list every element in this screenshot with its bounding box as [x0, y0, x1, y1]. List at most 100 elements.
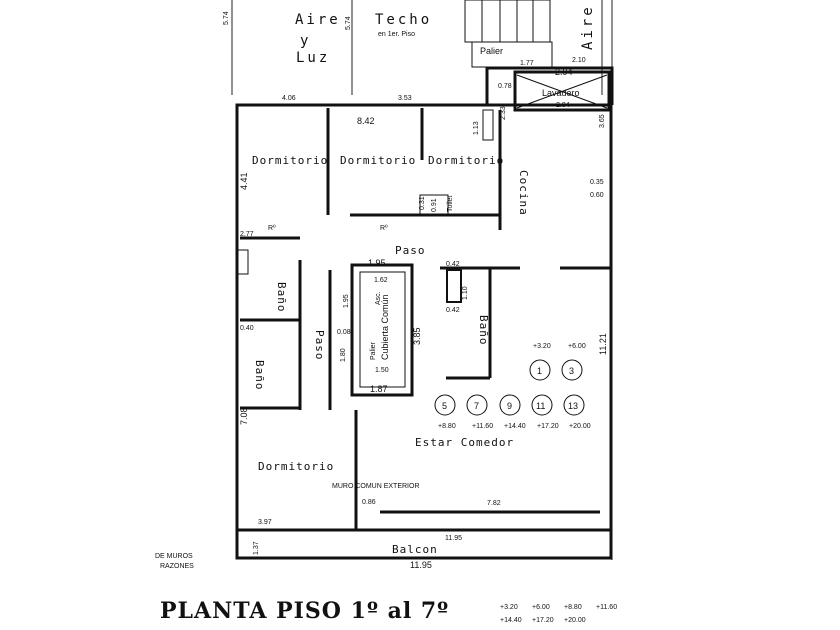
dim-label: 4.06 [282, 95, 296, 102]
dim-label: 2.94 [556, 102, 570, 109]
dim-label: 0.31 [419, 196, 426, 210]
room-estar-comedor: Estar Comedor [415, 436, 514, 449]
columns: 1 3 5 7 9 11 13 +3.20 +6.00 +8.80 +11.60… [434, 343, 591, 430]
dim-label: 0.60 [590, 192, 604, 199]
room-cocina: Cocina [517, 170, 530, 216]
level-legend-item: +17.20 [532, 617, 554, 624]
room-palier-small: Palier [370, 341, 377, 360]
level-legend-item: +6.00 [532, 604, 550, 611]
dim-label: 5.74 [345, 16, 352, 30]
dim-label: 1.62 [374, 277, 388, 284]
column-number: 1 [537, 366, 542, 376]
room-lavadero: Lavadero [542, 88, 580, 98]
dim-label: 11.95 [445, 535, 462, 542]
room-bano-1: Baño [275, 282, 288, 313]
column-level: +3.20 [533, 343, 551, 350]
walls [235, 66, 614, 560]
level-legend-item: +8.80 [564, 604, 582, 611]
dim-label: 1.95 [368, 258, 386, 268]
dim-label: 2.77 [240, 231, 254, 238]
room-dormitorio-2: Dormitorio [340, 154, 416, 167]
room-dormitorio-1: Dormitorio [252, 154, 328, 167]
muros-note-2: RAZONES [160, 563, 194, 570]
muro-comun-label: MURO COMUN EXTERIOR [332, 483, 420, 490]
dim-label: 1.80 [340, 348, 347, 362]
dim-label: 1.50 [375, 367, 389, 374]
dim-label: 0.35 [590, 179, 604, 186]
dim-label: 11.21 [598, 333, 608, 355]
column-circle [434, 394, 456, 416]
muros-note-1: DE MUROS [155, 553, 193, 560]
level-legend-item: +3.20 [500, 604, 518, 611]
column-level: +17.20 [537, 423, 559, 430]
dim-label: 0.91 [431, 198, 438, 212]
dim-label: 0.08 [337, 329, 351, 336]
room-cubierta-comun: Cubierta Común [380, 294, 390, 360]
aire-right-label: Aire [580, 4, 596, 50]
dim-label: 2.94 [555, 67, 573, 77]
dim-label: 1.77 [520, 60, 534, 67]
column-level: +14.40 [504, 423, 526, 430]
column-number: 7 [474, 401, 479, 411]
techo-sub-label: en 1er. Piso [378, 31, 415, 38]
aire-label: Aire [295, 12, 341, 28]
dim-label: 0.42 [446, 261, 460, 268]
dim-label: 11.95 [410, 560, 432, 570]
column-circle [499, 394, 521, 416]
column-level: +6.00 [568, 343, 586, 350]
column-circle [561, 359, 583, 381]
techo-label: Techo [375, 12, 432, 28]
dim-label: 1.87 [370, 384, 388, 394]
dim-label: 4.41 [239, 172, 249, 190]
rp-symbol: Rº [268, 225, 276, 232]
dim-label: 0.78 [498, 83, 512, 90]
column-level: +20.00 [569, 423, 591, 430]
column-number: 11 [536, 401, 545, 411]
dim-label: 1.10 [462, 286, 469, 300]
column-circle [563, 394, 585, 416]
dim-label: 1.13 [473, 121, 480, 135]
room-bano-3: Baño [477, 315, 490, 346]
property-lines [231, 0, 613, 560]
dim-label: 2.10 [572, 57, 586, 64]
stairwell [464, 0, 553, 68]
dim-label: 5.74 [223, 11, 230, 25]
plan-title: PLANTA PISO 1º al 7º [160, 598, 449, 624]
ascensor-core [237, 74, 608, 397]
column-level: +11.60 [472, 423, 493, 430]
levels-legend: +3.20 +6.00 +8.80 +11.60 +14.40 +17.20 +… [500, 604, 617, 624]
room-toilet: Toilet [447, 196, 454, 212]
dim-label: 7.08 [239, 407, 249, 425]
room-dormitorio-3: Dormitorio [428, 154, 504, 167]
level-legend-item: +11.60 [596, 604, 617, 611]
room-balcon: Balcon [392, 543, 438, 556]
room-paso-2: Paso [313, 330, 326, 361]
column-number: 13 [568, 401, 578, 411]
level-legend-item: +14.40 [500, 617, 522, 624]
dim-label: 2.33 [500, 106, 507, 120]
rp-symbol-2: Rº [380, 225, 388, 232]
column-number: 3 [569, 366, 574, 376]
dim-label: 0.86 [362, 499, 376, 506]
column-circle [529, 359, 551, 381]
column-number: 5 [442, 401, 447, 411]
dim-label: 7.82 [487, 500, 501, 507]
room-bano-2: Baño [253, 360, 266, 391]
dim-label: 3.53 [398, 95, 412, 102]
room-paso-1: Paso [395, 244, 426, 257]
dim-label: 3.97 [258, 519, 272, 526]
room-dormitorio-4: Dormitorio [258, 460, 334, 473]
column-circle [531, 394, 553, 416]
column-circle [466, 394, 488, 416]
dim-label: 3.85 [412, 327, 422, 345]
dim-label: 1.37 [253, 541, 260, 555]
y-label: y [300, 33, 311, 49]
room-palier: Palier [480, 46, 503, 56]
luz-label: Luz [296, 50, 330, 66]
dim-label: 0.40 [240, 325, 254, 332]
room-asc: Asc. [375, 291, 382, 305]
dim-label: 1.95 [343, 294, 350, 308]
dim-label: 8.42 [357, 116, 375, 126]
column-level: +8.80 [438, 423, 456, 430]
